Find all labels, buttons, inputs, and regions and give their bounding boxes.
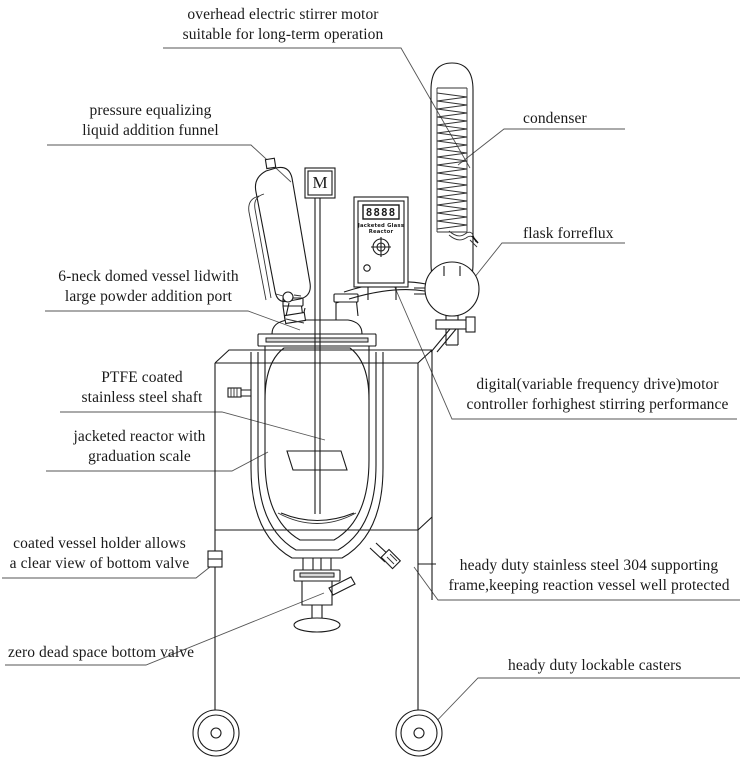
annotation-line: graduation scale xyxy=(88,448,191,466)
stirrer-motor xyxy=(304,167,336,199)
annotation-line: large powder addition port xyxy=(64,288,233,306)
annotation-line: zero dead space bottom valve xyxy=(8,644,195,661)
leader-casters xyxy=(427,677,740,731)
annotation-line: a clear view of bottom valve xyxy=(9,555,190,573)
annotation-digital-vfd-motor-controller: digital(variable frequency drive)motor c… xyxy=(455,375,740,416)
annotation-line: PTFE coated xyxy=(101,369,183,386)
annotation-coated-vessel-holder: coated vessel holder allows a clear view… xyxy=(2,534,197,575)
annotation-jacketed-reactor-graduation: jacketed reactor with graduation scale xyxy=(46,427,233,468)
stirrer-assembly xyxy=(280,197,355,521)
annotation-line: liquid addition funnel xyxy=(82,122,219,140)
annotation-ptfe-coated-shaft: PTFE coated stainless steel shaft xyxy=(60,368,224,409)
funnel-stopper xyxy=(264,157,277,170)
annotation-pressure-equalizing-funnel: pressure equalizing liquid addition funn… xyxy=(47,101,254,142)
bottom-valve xyxy=(293,558,356,633)
vessel-lid-flange xyxy=(257,293,377,347)
caster-left xyxy=(192,709,240,757)
reflux-flask xyxy=(414,261,480,346)
leader-ptfe-shaft xyxy=(60,411,326,441)
addition-funnel xyxy=(248,157,311,325)
display-bezel xyxy=(362,204,400,220)
condenser-coil xyxy=(436,92,468,230)
annotation-line: 6-neck domed vessel lidwith xyxy=(58,268,239,285)
casters xyxy=(192,709,443,757)
jacket-ports xyxy=(227,387,402,570)
flask-stopcock xyxy=(435,319,469,330)
annotation-line: controller forhighest stirring performan… xyxy=(466,396,729,414)
annotation-line: condenser xyxy=(523,110,587,127)
annotation-overhead-stirrer-motor: overhead electric stirrer motor suitable… xyxy=(163,5,403,46)
reaction-vessel xyxy=(250,345,384,559)
drain-outlet xyxy=(293,617,341,633)
annotation-line: flask forreflux xyxy=(523,225,614,242)
leader-overhead-motor xyxy=(163,47,471,169)
leader-controller xyxy=(392,282,737,420)
annotation-line: overhead electric stirrer motor xyxy=(187,6,379,23)
annotation-lockable-casters: heady duty lockable casters xyxy=(508,656,738,676)
leader-frame xyxy=(413,566,740,601)
annotation-line: heady duty lockable casters xyxy=(508,657,682,674)
controller-brand-label: Jacketed Glass Reactor xyxy=(357,223,405,235)
valve-handle xyxy=(328,576,356,596)
annotation-supporting-frame: heady duty stainless steel 304 supportin… xyxy=(438,556,740,597)
leader-jacket xyxy=(46,451,269,472)
annotation-condenser: condenser xyxy=(523,109,713,129)
annotation-line: stainless steel shaft xyxy=(81,389,203,407)
impeller-blade xyxy=(286,450,348,471)
leader-vessel-holder xyxy=(2,562,216,579)
annotation-line: frame,keeping reaction vessel well prote… xyxy=(448,577,730,595)
leader-domed-lid xyxy=(45,310,301,331)
annotation-six-neck-domed-lid: 6-neck domed vessel lidwith large powder… xyxy=(45,267,252,308)
annotation-zero-dead-space-bottom-valve: zero dead space bottom valve xyxy=(8,643,248,663)
funnel-stopcock xyxy=(282,291,294,303)
annotation-line: suitable for long-term operation xyxy=(182,26,384,44)
leader-condenser xyxy=(457,128,625,166)
leader-bottom-valve xyxy=(5,592,325,666)
controller-panel xyxy=(353,196,409,300)
indicator-led xyxy=(363,264,371,272)
controller-display-value: 8888 xyxy=(365,205,397,219)
caster-right xyxy=(395,709,443,757)
annotation-flask-for-reflux: flask forreflux xyxy=(523,224,723,244)
leader-lines xyxy=(2,47,740,731)
annotation-line: jacketed reactor with xyxy=(73,428,206,445)
leader-addition-funnel xyxy=(47,144,292,183)
annotation-line: digital(variable frequency drive)motor xyxy=(476,376,719,393)
motor-symbol: M xyxy=(312,173,328,192)
annotation-line: coated vessel holder allows xyxy=(13,535,186,552)
flask-bulb xyxy=(424,261,480,317)
leader-flask xyxy=(457,242,625,299)
annotation-line: heady duty stainless steel 304 supportin… xyxy=(459,557,719,574)
lid-neck-right xyxy=(333,293,359,303)
annotation-line: pressure equalizing xyxy=(89,102,212,119)
